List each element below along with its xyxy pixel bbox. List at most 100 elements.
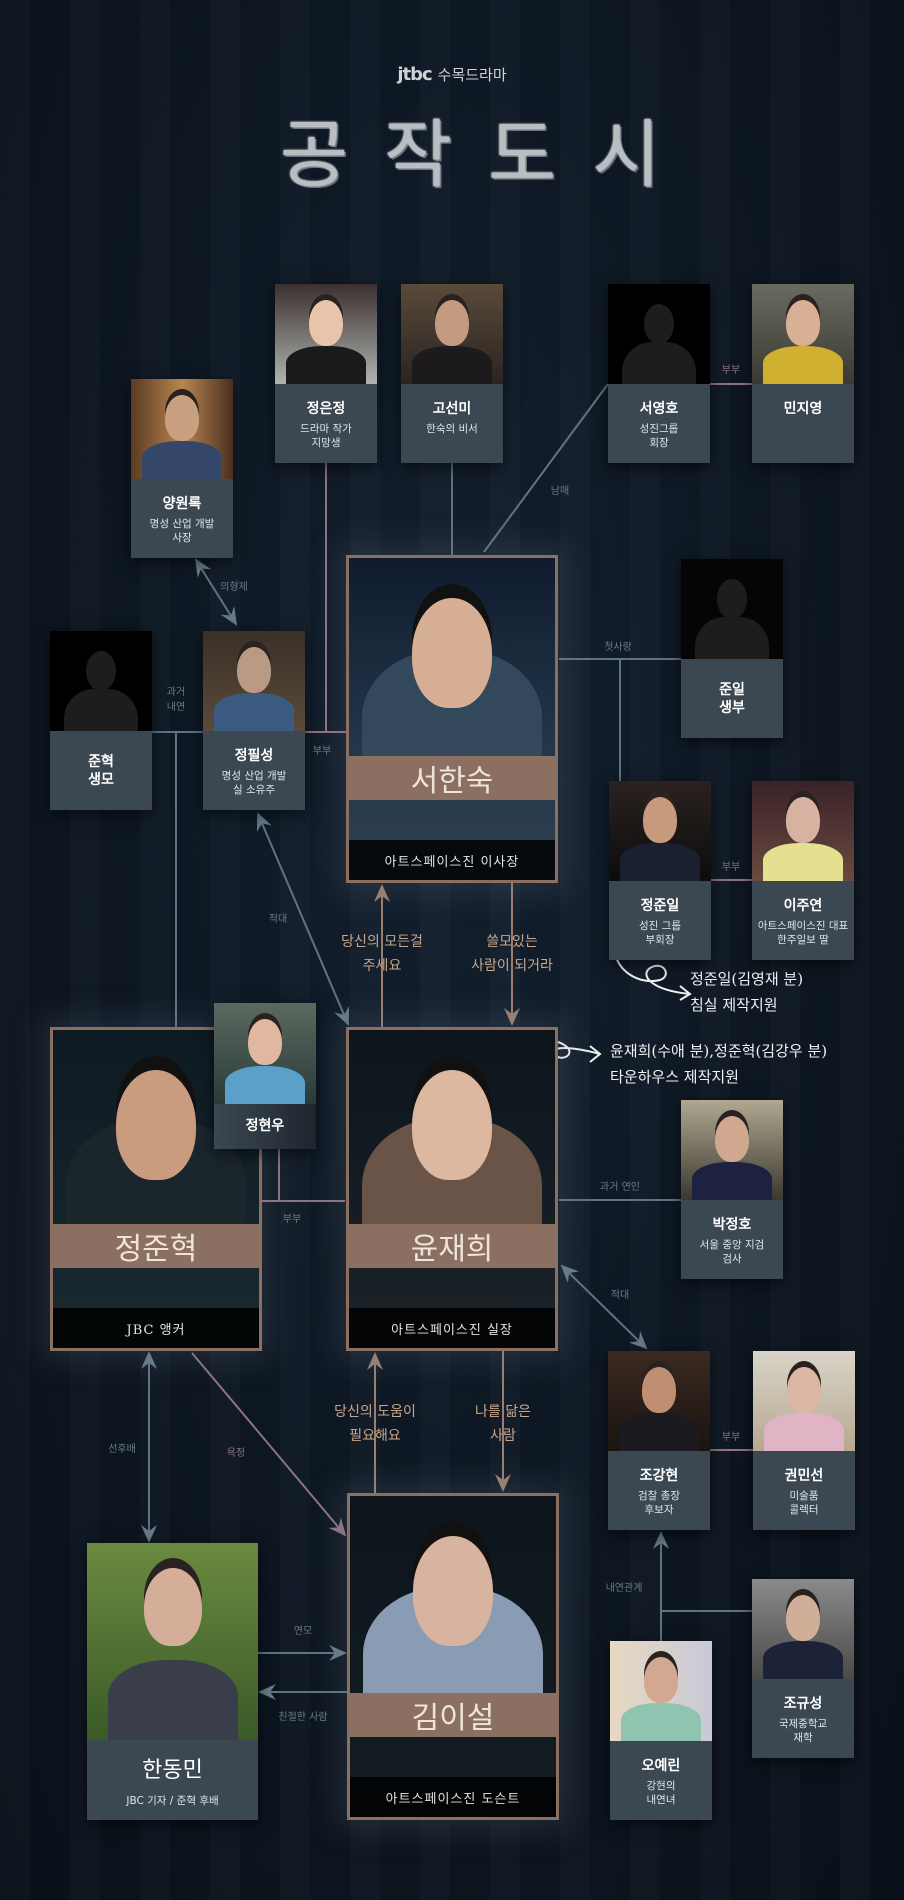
character-photo [203,631,305,731]
character-name: 조강현 [639,1468,679,1484]
relation-label-couple-junhyuk: 부부 [282,1214,302,1225]
character-role: 아트스페이스진 대표 [757,920,849,932]
photo-body [763,346,843,384]
main-character-role: 아트스페이스진 이사장 [349,840,555,880]
relation-label-senior-junior: 선후배 [108,1444,136,1455]
photo-face [642,1367,676,1413]
photo-face [787,1367,821,1413]
relation-label-admiration: 연모 [293,1626,313,1637]
main-character-name: 윤재희 [349,1224,555,1268]
character-role: 사장 [172,532,192,544]
photo-body [107,1660,238,1740]
photo-body [214,693,294,731]
character-photo [610,1641,712,1741]
photo-face [435,300,469,346]
character-role: 검찰 총장 [638,1490,680,1502]
character-photo [752,1579,854,1679]
character-name: 고선미 [432,401,472,417]
character-name: 정준일 [640,898,680,914]
character-name: 준혁 생모 [88,753,114,788]
character-role: 검사 [722,1253,742,1265]
note-line: 침실 제작지원 [690,996,778,1014]
character-photo [131,379,233,479]
character-name: 서영호 [639,401,679,417]
character-role: 성진 그룹 [639,920,681,932]
relation-label-affair: 내연관계 [605,1583,643,1594]
relation-label-couple-jung-seo: 부부 [312,746,332,757]
quote-to-hansook: 당신의 모든걸 주세요 [341,934,423,974]
photo-body [412,346,492,384]
curly-arrow-icon [613,947,692,1001]
character-photo [752,284,854,384]
silhouette-placeholder [681,559,783,659]
photo-body [142,441,222,479]
photo-face [237,647,271,693]
relation-label-sworn-brothers: 의형제 [220,582,248,593]
character-role: 미술품 [789,1490,819,1502]
character-card[interactable]: 민지영 [752,284,854,463]
character-role: 한주일보 딸 [777,934,829,946]
character-card[interactable]: 정현우 [214,1003,316,1149]
quote-to-jaehee: 당신의 도움이 필요해요 [334,1404,416,1444]
relation-label-kind-person: 친절한 사람 [278,1712,328,1723]
line-rival-kanghyun [560,1264,648,1350]
character-photo [681,1100,783,1200]
person-silhouette-icon [620,294,698,384]
character-photo [214,1003,316,1104]
relation-label-couple-seo: 부부 [721,365,741,376]
character-card[interactable]: 준혁 생모 [50,631,152,810]
character-photo [608,1351,710,1451]
character-role: 국제중학교 [778,1718,828,1730]
photo-face [309,300,343,346]
character-role: 후보자 [644,1504,674,1516]
character-role: 성진그룹 [639,423,679,435]
photo-body [620,843,700,881]
character-role: 내연녀 [646,1794,676,1806]
character-name: 정은정 [306,401,346,417]
photo-face [786,1595,820,1641]
character-card[interactable]: 준일 생부 [681,559,783,738]
photo-face [786,797,820,843]
main-character-name: 정준혁 [53,1224,259,1268]
photo-face [644,1657,678,1703]
character-name: 준일 생부 [719,681,745,716]
slot-label: 수목드라마 [437,66,507,84]
relation-label-couple-jo: 부부 [721,1432,741,1443]
character-role: 드라마 작가 [300,423,352,435]
character-role: 회장 [649,437,669,449]
jtbc-logo: jtbc [397,64,432,85]
character-name: 조규성 [783,1696,823,1712]
character-role: 강현의 [646,1780,676,1792]
line-rival-pilsung [256,812,350,1026]
photo-body [763,843,843,881]
photo-body [692,1162,772,1200]
